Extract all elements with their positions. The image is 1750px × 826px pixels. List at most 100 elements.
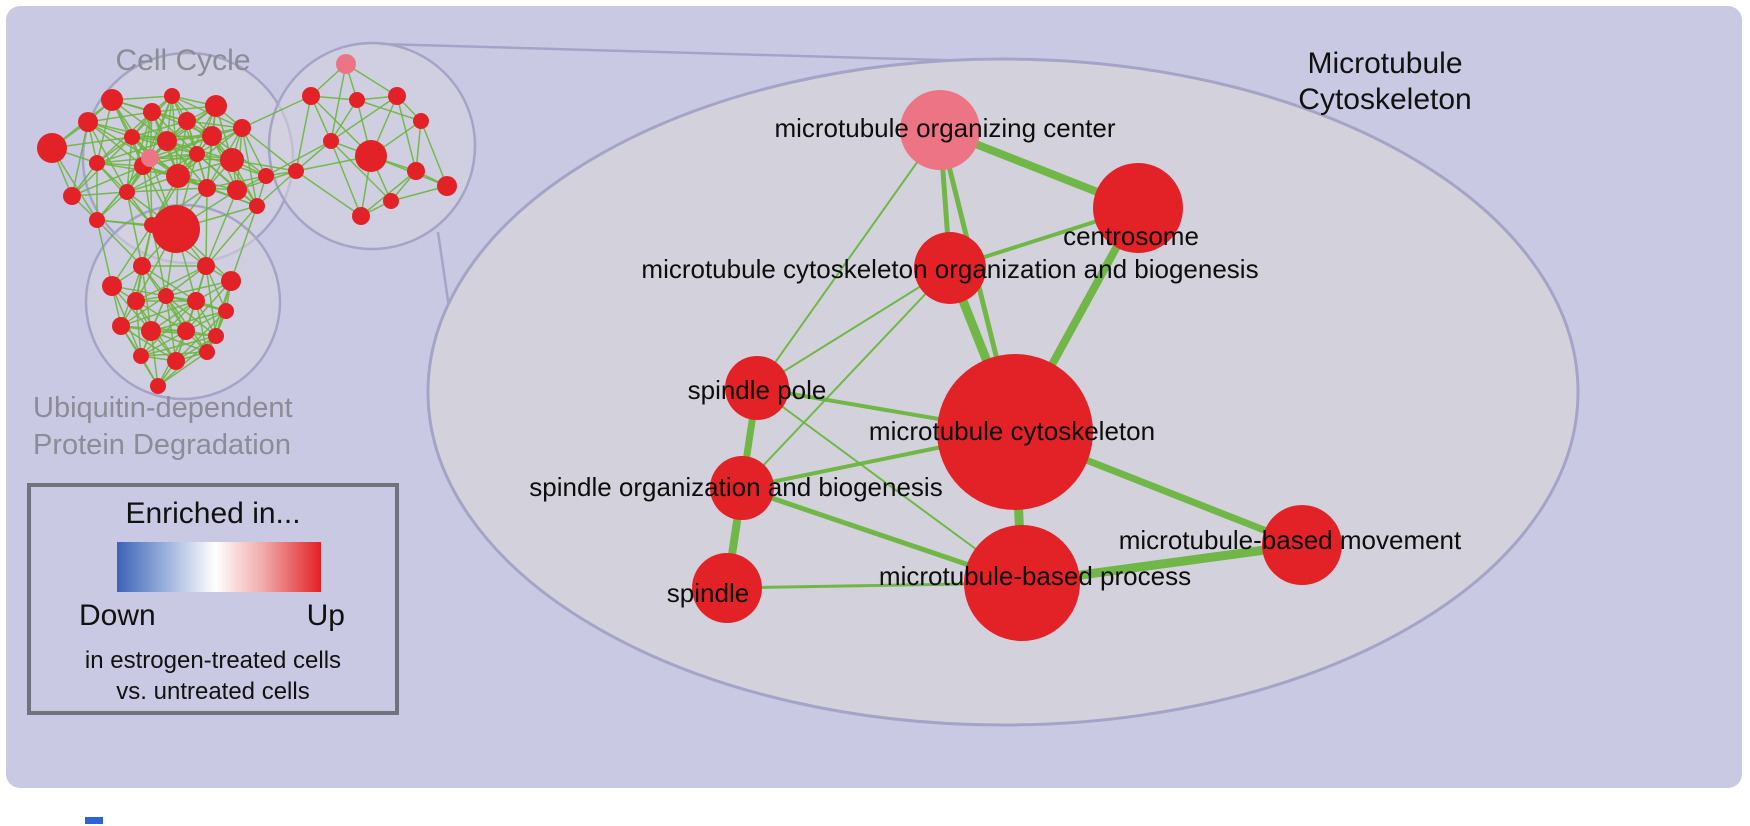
node-label-mmove: microtubule-based movement <box>1119 525 1462 555</box>
mini-network-edge <box>330 63 347 142</box>
mini-network-edge <box>71 191 128 197</box>
mini-network-edge <box>140 300 197 357</box>
mini-network-node <box>89 212 105 228</box>
mini-network-node <box>189 146 205 162</box>
detail-title-microtubule-cytoskeleton: Microtubule Cytoskeleton <box>1298 46 1471 118</box>
node-label-moc: microtubule organizing center <box>774 113 1115 143</box>
mini-network-node <box>178 112 196 130</box>
mini-network-node <box>388 87 406 105</box>
mini-network-node <box>102 276 122 296</box>
mini-network-edge <box>135 265 207 302</box>
mini-network-edge <box>165 280 232 297</box>
mini-network-node <box>37 133 67 163</box>
mini-network-node <box>407 162 425 180</box>
mini-network-node <box>383 193 399 209</box>
legend-down-label: Down <box>79 599 156 632</box>
mini-network-node <box>124 129 140 145</box>
legend-gradient-bar <box>117 542 321 592</box>
mini-network-edge <box>142 165 153 226</box>
mini-network-node <box>197 257 215 275</box>
legend-caption-line1: in estrogen-treated cells <box>84 647 342 674</box>
mini-network-edge <box>135 300 187 332</box>
node-sorg <box>710 456 774 520</box>
mini-network-node <box>166 164 190 188</box>
edge-moc-spole <box>756 129 941 389</box>
mini-network-node <box>152 205 200 253</box>
node-label-centrosome: centrosome <box>1063 221 1199 251</box>
mini-network-node <box>227 180 247 200</box>
mini-network-node <box>302 87 320 105</box>
mini-network-edge <box>330 99 358 142</box>
mini-network-edge <box>96 219 143 267</box>
mini-network-node <box>218 303 234 319</box>
mini-network-node <box>288 163 304 179</box>
mini-network-edge <box>205 189 238 267</box>
cluster-label-ubiquitin-line1: Ubiquitin-dependent <box>33 392 293 424</box>
mini-network-edge <box>420 120 448 187</box>
mini-network-edge <box>87 121 144 167</box>
mini-network-edge <box>157 351 208 387</box>
mini-network-edge <box>126 187 208 193</box>
mini-network-edge <box>87 121 128 193</box>
mini-network-edge <box>205 265 217 337</box>
legend-up-label: Up <box>306 599 345 632</box>
cluster-label-cell-cycle-text: Cell Cycle <box>115 44 251 77</box>
mini-network-node <box>133 348 149 364</box>
node-spindle <box>692 553 762 623</box>
node-mcob <box>914 232 986 304</box>
node-label-mcob: microtubule cytoskeleton organization an… <box>641 254 1258 284</box>
mini-network-node <box>157 131 177 151</box>
mini-network-edge <box>241 95 312 129</box>
mini-network-node <box>323 133 339 149</box>
mini-network-edge <box>396 95 417 172</box>
mini-network-edge <box>120 295 167 327</box>
mini-network-node <box>349 92 365 108</box>
node-label-mcyto: microtubule cytoskeleton <box>869 416 1155 446</box>
legend-caption-line2: vs. untreated cells <box>116 678 310 705</box>
mini-network-node <box>249 198 265 214</box>
page-artifact <box>85 817 103 824</box>
node-mcyto <box>937 354 1093 510</box>
node-centrosome <box>1093 163 1183 253</box>
mini-network-node <box>177 322 195 340</box>
mini-network-node <box>89 155 105 171</box>
mini-network-edge <box>149 135 213 159</box>
mini-network-node <box>167 352 185 370</box>
mini-network-node <box>221 271 241 291</box>
mini-network-node <box>164 88 180 104</box>
mini-network-edge <box>241 127 297 172</box>
detail-title-line1: Microtubule <box>1307 47 1463 80</box>
edge-mcob-spole <box>756 267 951 389</box>
node-label-mproc: microtubule-based process <box>879 561 1191 591</box>
mini-network-node <box>413 113 429 129</box>
mini-network-edge <box>230 205 258 282</box>
node-label-spole: spindle pole <box>688 375 827 405</box>
mini-network-node <box>220 148 244 172</box>
cluster-label-ubiquitin: Ubiquitin-dependent Protein Degradation <box>33 390 293 464</box>
mini-network-edge <box>150 310 227 332</box>
mini-network-node <box>78 112 98 132</box>
mini-network-node <box>141 321 161 341</box>
mini-network-edge <box>356 99 422 122</box>
mini-network-edge <box>120 300 197 327</box>
mini-network-edge <box>96 219 113 287</box>
mini-network-edge <box>71 121 89 197</box>
mini-network-node <box>205 95 227 117</box>
mini-network-edge <box>206 105 217 189</box>
mini-network-node <box>336 54 356 74</box>
mini-network-edge <box>205 205 258 267</box>
legend-axis-labels: Down Up <box>79 599 345 633</box>
mini-network-node <box>208 328 224 344</box>
legend-title: Enriched in... <box>125 497 301 530</box>
mini-network-node <box>202 126 222 146</box>
legend-box: Enriched in... Down Up in estrogen-treat… <box>27 483 399 715</box>
mini-network-edge <box>141 265 197 302</box>
mini-network-node <box>112 317 130 335</box>
mini-network-edge <box>71 165 144 197</box>
mini-network-node <box>119 184 135 200</box>
zoom-connector-line <box>379 42 1011 64</box>
mini-network-edge <box>149 95 173 159</box>
node-label-spindle: spindle <box>667 578 749 608</box>
